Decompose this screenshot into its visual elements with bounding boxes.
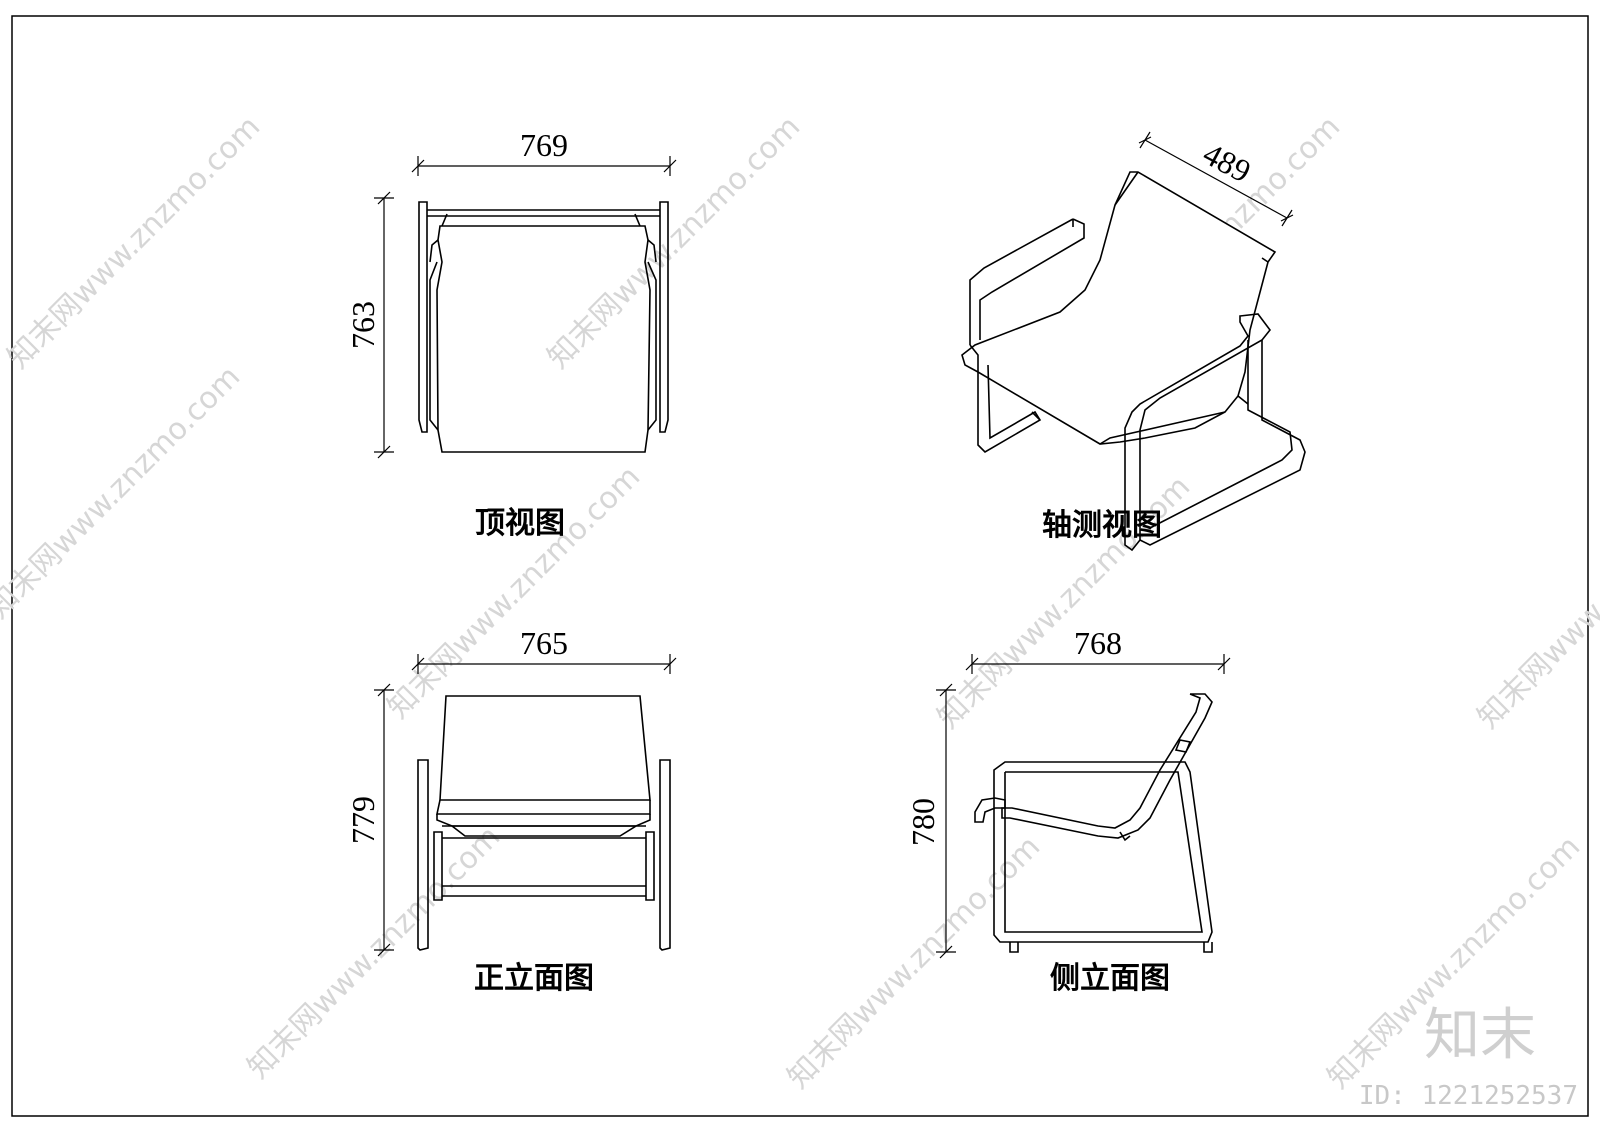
watermark-text: 知末网www.znzmo.com xyxy=(541,109,807,375)
watermark-text: 知末网www.znzmo.com xyxy=(781,829,1047,1095)
dimension-width: 768 xyxy=(965,625,1231,674)
dimension-width: 765 xyxy=(411,625,677,674)
dimension-height: 780 xyxy=(905,683,956,959)
side-elevation: 768 780 侧立面图 xyxy=(905,625,1231,996)
dimension-label: 765 xyxy=(520,625,568,661)
watermark-text: 知末网www.znzmo.com xyxy=(0,359,247,625)
view-caption: 顶视图 xyxy=(475,506,565,541)
dimension-height: 779 xyxy=(345,683,394,957)
view-caption: 正立面图 xyxy=(474,961,594,996)
sheet-border xyxy=(11,15,1589,1117)
watermark-text: 知末网www.znzmo.com xyxy=(381,459,647,725)
dimension-label: 763 xyxy=(345,301,381,349)
brand-watermark: 知末 xyxy=(1424,1003,1536,1068)
watermark-text: 知末网www.znzmo.com xyxy=(241,819,507,1085)
view-caption: 侧立面图 xyxy=(1050,961,1170,996)
watermark-text: 知末网www.znzmo.com xyxy=(1,109,267,375)
id-watermark: ID: 1221252537 xyxy=(1359,1081,1578,1111)
front-elevation: 765 779 正立面图 xyxy=(345,625,677,996)
view-caption: 轴测视图 xyxy=(1042,508,1162,543)
dimension-label: 780 xyxy=(905,798,941,846)
dimension-width: 769 xyxy=(411,127,677,176)
watermark-text: 知末网www.znzmo.com xyxy=(1471,469,1600,735)
dimension-label: 768 xyxy=(1074,625,1122,661)
dimension-height: 763 xyxy=(345,191,394,459)
top-view: 769 763 顶视图 xyxy=(345,127,677,541)
dimension-label: 489 xyxy=(1198,135,1257,189)
dimension-label: 769 xyxy=(520,127,568,163)
dimension-label: 779 xyxy=(345,796,381,844)
watermark-layer: 知末网www.znzmo.com 知末网www.znzmo.com 知末网www… xyxy=(0,109,1600,1095)
